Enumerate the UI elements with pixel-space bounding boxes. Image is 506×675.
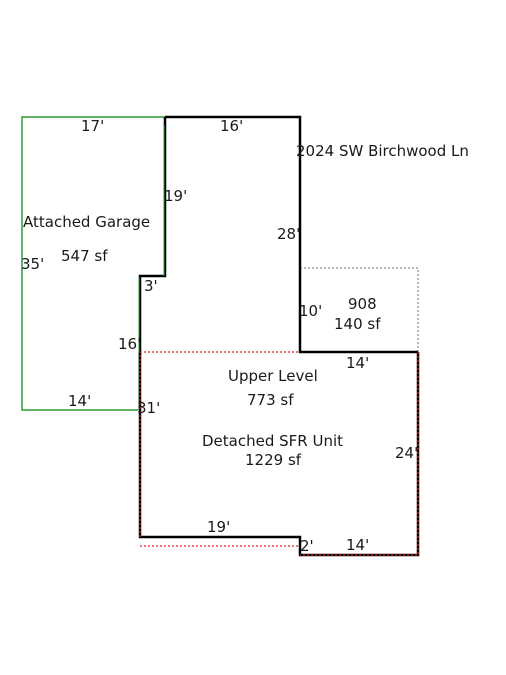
- upper-dim-notch: 10': [299, 302, 322, 320]
- addition-area: 140 sf: [334, 315, 381, 333]
- garage-dim-top: 17': [81, 117, 104, 135]
- garage-area: 547 sf: [61, 247, 108, 265]
- detached-dim-bottom-right: 14': [346, 536, 369, 554]
- garage-dim-bottom: 14': [68, 392, 91, 410]
- upper-dim-garage-side: 19': [164, 187, 187, 205]
- detached-unit-name: Detached SFR Unit: [202, 432, 343, 450]
- upper-dim-lower-left: 16': [118, 335, 141, 353]
- detached-unit-area: 1229 sf: [245, 451, 302, 469]
- detached-dim-left: 31': [137, 399, 160, 417]
- upper-dim-top: 16': [220, 117, 243, 135]
- address-label: 2024 SW Birchwood Ln: [296, 142, 469, 160]
- upper-dim-right: 28': [277, 225, 300, 243]
- addition-outline: [300, 267, 419, 352]
- garage-dim-left: 35': [21, 255, 44, 273]
- detached-unit-dotted-trace: [139, 352, 419, 556]
- addition-name: 908: [348, 295, 377, 313]
- upper-dim-step: 3': [144, 277, 158, 295]
- upper-level-area: 773 sf: [247, 391, 294, 409]
- detached-dim-bottom: 19': [207, 518, 230, 536]
- detached-dim-step: 2': [300, 537, 314, 555]
- upper-level-name: Upper Level: [228, 367, 318, 385]
- detached-dim-right: 24': [395, 444, 418, 462]
- upper-level-outline: [138, 115, 418, 354]
- garage-outline: [21, 116, 165, 411]
- garage-shared-wall: [138, 125, 165, 410]
- garage-name: Attached Garage: [23, 213, 150, 231]
- detached-dim-top-right: 14': [346, 354, 369, 372]
